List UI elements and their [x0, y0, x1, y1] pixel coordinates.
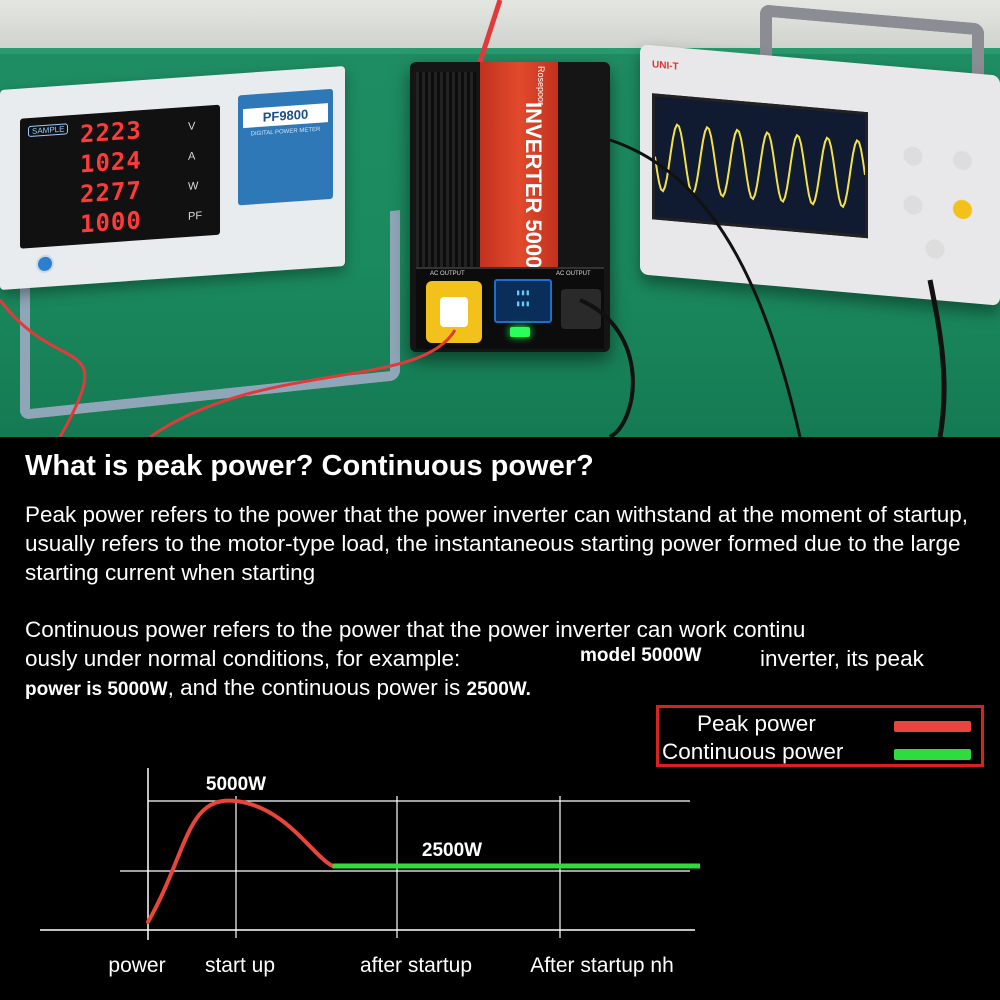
legend-item-continuous: Continuous power — [659, 739, 979, 767]
line2-end: inverter, its peak — [760, 646, 924, 671]
annotation-peak-value: 5000W — [206, 774, 266, 795]
continuous-highlight: 2500W. — [466, 679, 531, 700]
inverter-label-stripe: Rosepoor INVERTER 5000W — [480, 62, 558, 302]
x-tick-label-1: start up — [205, 954, 275, 977]
inverter-power-led — [510, 327, 530, 337]
peak-power-definition: Peak power refers to the power that the … — [25, 502, 968, 585]
inverter-display-glyphs: ▮▮▮▮▮▮ — [515, 288, 531, 308]
x-tick-label-0: power — [108, 954, 165, 977]
model-highlight: model 5000W — [580, 645, 702, 666]
inverter-title: INVERTER 5000W — [521, 102, 546, 290]
inverter-front-panel: AC OUTPUT AC OUTPUT ▮▮▮▮▮▮ — [416, 267, 604, 349]
legend-item-peak: Peak power — [659, 711, 979, 739]
line3-mid: , and the continuous power is — [167, 675, 461, 700]
chart-legend: Peak power Continuous power — [656, 705, 984, 767]
legend-swatch-continuous — [894, 749, 971, 760]
scope-screen — [652, 93, 868, 239]
product-photo: SAMPLE 2223 V 1024 A 2277 W 1000 PF PF98… — [0, 0, 1000, 437]
scope-signal-cable — [609, 138, 802, 437]
inverter-right-output-label: AC OUTPUT — [556, 271, 591, 277]
cables — [0, 0, 947, 437]
page-title: What is peak power? Continuous power? — [25, 450, 594, 482]
scope-probe-cable — [927, 279, 947, 437]
inverter-brand: Rosepoor — [536, 66, 546, 106]
bench-edge — [0, 48, 1000, 54]
peak-highlight: power is 5000W — [25, 679, 168, 700]
lab-wall — [0, 0, 1000, 50]
scope-trace — [654, 123, 866, 209]
legend-swatch-peak — [894, 721, 971, 732]
ac-outlet — [426, 281, 482, 343]
inverter-heatsink — [416, 72, 476, 292]
line2-start: ously under normal conditions, for examp… — [25, 646, 461, 671]
continuous-power-line1: Continuous power refers to the power tha… — [25, 617, 806, 642]
probe-cable — [579, 298, 635, 437]
continuous-power-line3: power is 5000W, and the continuous power… — [25, 675, 531, 701]
series-peak-line — [146, 798, 335, 924]
oscilloscope: UNI-T — [640, 44, 1000, 306]
inverter: Rosepoor INVERTER 5000W AC OUTPUT AC OUT… — [410, 62, 610, 352]
inverter-display: ▮▮▮▮▮▮ — [494, 279, 552, 323]
scope-sine-wave — [654, 123, 866, 209]
red-cable-left — [0, 299, 87, 437]
red-cable — [149, 329, 457, 437]
annotation-continuous-value: 2500W — [422, 840, 482, 861]
red-input-cable — [477, 0, 503, 63]
legend-label-continuous: Continuous power — [662, 739, 844, 764]
inverter-left-output-label: AC OUTPUT — [430, 271, 465, 277]
continuous-power-line2: ously under normal conditions, for examp… — [25, 646, 460, 672]
legend-label-peak: Peak power — [697, 711, 816, 736]
ac-outlet-face — [440, 297, 468, 327]
x-tick-label-3: After startup nh — [530, 954, 674, 977]
power-chart: 5000W 2500W power start up after startup Afte… — [40, 768, 700, 977]
x-tick-label-2: after startup — [360, 954, 472, 977]
